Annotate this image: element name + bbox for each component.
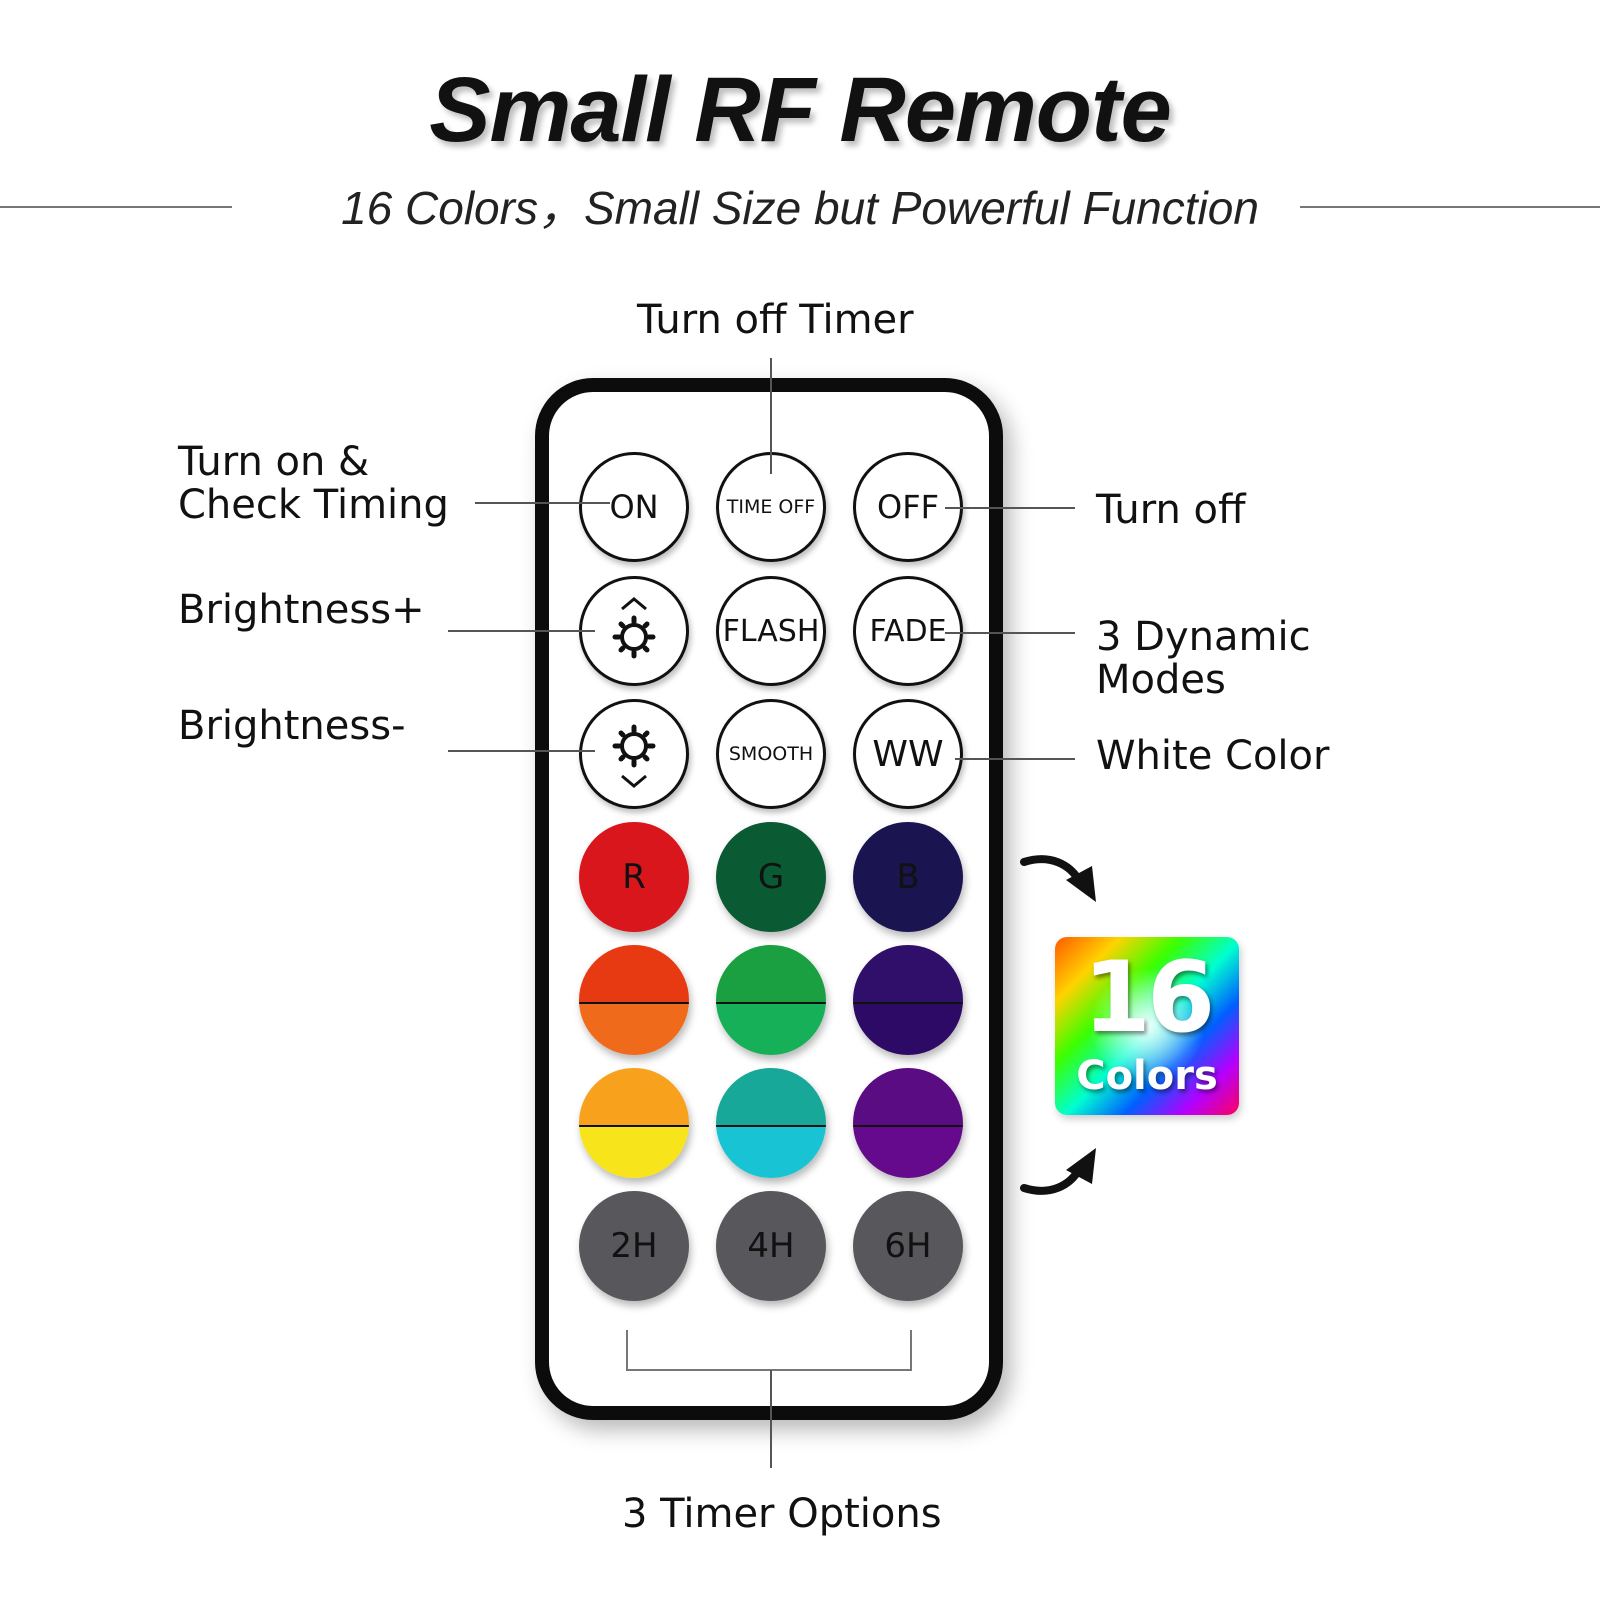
callout-turn-on-line2: Check Timing xyxy=(178,482,449,528)
timer-bracket xyxy=(626,1330,912,1371)
callout-brightness-plus: Brightness+ xyxy=(178,587,425,633)
button-split-line xyxy=(716,1002,826,1005)
fade-button-label: FADE xyxy=(869,613,947,649)
badge-word: Colors xyxy=(1076,1053,1218,1099)
brightness-plus-leader xyxy=(448,630,595,632)
flash-button-label: FLASH xyxy=(722,613,820,649)
blue-button-label: B xyxy=(896,857,920,897)
callout-turn-off-timer: Turn off Timer xyxy=(637,297,914,343)
sixteen-colors-badge: 16 Colors xyxy=(1055,937,1239,1115)
off-button[interactable]: OFF xyxy=(853,452,963,562)
right-divider xyxy=(1300,206,1600,208)
white-color-leader xyxy=(955,758,1075,760)
blue-button[interactable]: B xyxy=(853,822,963,932)
smooth-button-label: SMOOTH xyxy=(728,743,814,765)
smooth-button[interactable]: SMOOTH xyxy=(716,699,826,809)
brightness-up-button[interactable] xyxy=(579,576,689,686)
callout-turn-on-line1: Turn on & xyxy=(178,439,370,485)
fade-button[interactable]: FADE xyxy=(853,576,963,686)
callout-timer-options: 3 Timer Options xyxy=(622,1491,942,1537)
red-button[interactable]: R xyxy=(579,822,689,932)
brightness-down-button[interactable] xyxy=(579,699,689,809)
timer-4h-button[interactable]: 4H xyxy=(716,1191,826,1301)
button-split-line xyxy=(853,1125,963,1128)
callout-dynamic-line1: 3 Dynamic xyxy=(1096,614,1311,660)
brightness-up-icon xyxy=(612,597,656,659)
turn-off-leader xyxy=(945,507,1075,509)
callout-turn-off: Turn off xyxy=(1096,487,1246,533)
orange-red-button[interactable] xyxy=(579,945,689,1055)
left-divider xyxy=(0,206,232,208)
time-off-button-label: TIME OFF xyxy=(726,496,816,518)
badge-number: 16 xyxy=(1082,941,1215,1055)
button-split-line xyxy=(853,1002,963,1005)
timer-6h-label: 6H xyxy=(884,1226,932,1266)
brightness-minus-leader xyxy=(448,750,595,752)
on-button-label: ON xyxy=(609,488,659,526)
timer-2h-button[interactable]: 2H xyxy=(579,1191,689,1301)
purple-button[interactable] xyxy=(853,1068,963,1178)
on-button[interactable]: ON xyxy=(579,452,689,562)
ww-button[interactable]: WW xyxy=(853,699,963,809)
callout-brightness-minus: Brightness- xyxy=(178,703,406,749)
button-split-line xyxy=(716,1125,826,1128)
button-split-line xyxy=(579,1125,689,1128)
indigo-button[interactable] xyxy=(853,945,963,1055)
brightness-down-icon xyxy=(612,724,656,788)
ww-button-label: WW xyxy=(872,733,944,775)
flash-button[interactable]: FLASH xyxy=(716,576,826,686)
cyan-button[interactable] xyxy=(716,1068,826,1178)
off-button-label: OFF xyxy=(877,488,939,526)
timer-6h-button[interactable]: 6H xyxy=(853,1191,963,1301)
red-button-label: R xyxy=(622,857,646,897)
yellow-button[interactable] xyxy=(579,1068,689,1178)
timer-2h-label: 2H xyxy=(610,1226,658,1266)
green-button[interactable]: G xyxy=(716,822,826,932)
page-title: Small RF Remote xyxy=(429,59,1172,161)
light-green-button[interactable] xyxy=(716,945,826,1055)
dynamic-modes-leader xyxy=(945,632,1075,634)
callout-dynamic-line2: Modes xyxy=(1096,657,1226,703)
timer-options-leader xyxy=(770,1370,772,1468)
timer-4h-label: 4H xyxy=(747,1226,795,1266)
arrow-up-right-icon xyxy=(1020,1148,1096,1195)
arrow-down-right-icon xyxy=(1020,855,1096,902)
turn-off-timer-leader xyxy=(770,358,772,474)
turn-on-leader xyxy=(475,502,610,504)
page-subtitle: 16 Colors，Small Size but Powerful Functi… xyxy=(341,182,1259,234)
green-button-label: G xyxy=(757,857,785,897)
button-split-line xyxy=(579,1002,689,1005)
callout-white-color: White Color xyxy=(1096,733,1330,779)
